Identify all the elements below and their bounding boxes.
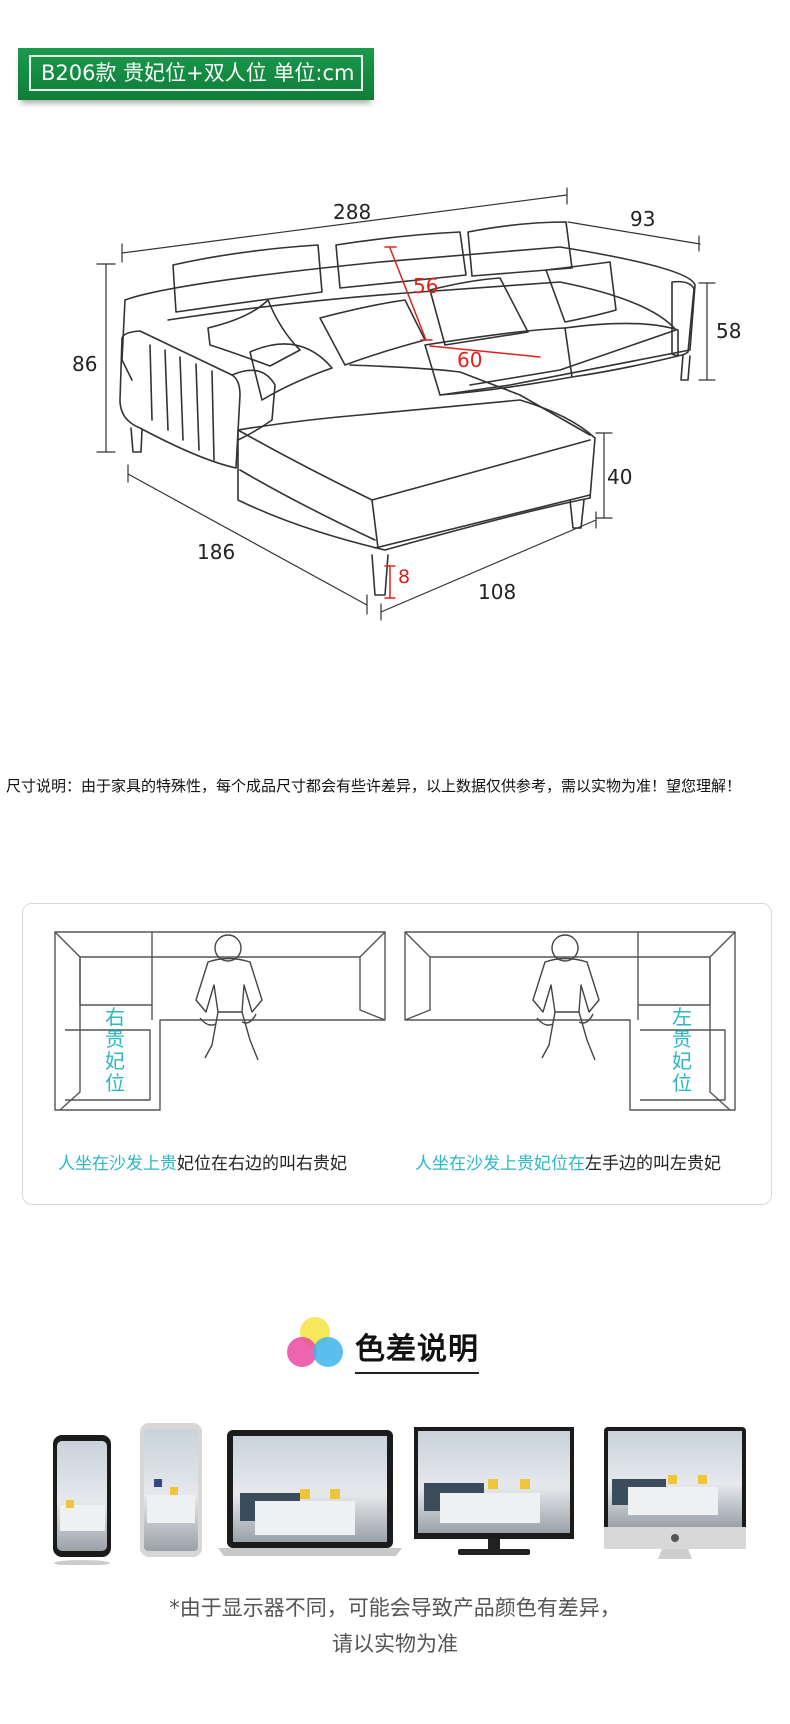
right-chaise-caption: 人坐在沙发上贵妃位在右边的叫右贵妃 [58, 1154, 347, 1174]
dim-arm-height: 58 [716, 319, 742, 343]
header-badge: B206款 贵妃位+双人位 单位:cm [18, 48, 374, 100]
dim-total-length: 288 [333, 200, 372, 224]
dim-leg: 8 [398, 566, 411, 588]
dim-seat-depth: 60 [457, 348, 483, 372]
dim-chaise-length: 186 [197, 540, 236, 564]
dim-backrest: 56 [413, 274, 439, 298]
color-diff-disclaimer-line2: 请以实物为准 [332, 1632, 458, 1656]
monitor [414, 1427, 574, 1555]
dim-chaise-width: 108 [478, 580, 517, 604]
dim-depth: 93 [630, 207, 656, 231]
left-chaise-caption: 人坐在沙发上贵妃位在左手边的叫左贵妃 [415, 1154, 721, 1174]
orientation-panel [22, 903, 772, 1205]
imac [604, 1427, 746, 1559]
dim-seat-height: 40 [607, 465, 633, 489]
size-note: 尺寸说明：由于家具的特殊性，每个成品尺寸都会有些许差异，以上数据仅供参考，需以实… [6, 777, 742, 795]
color-circles-icon [287, 1317, 343, 1367]
right-chaise-diagram [54, 931, 386, 1111]
color-diff-title: 色差说明 [355, 1324, 479, 1374]
right-chaise-vertical-label: 右 贵 妃 位 [105, 1005, 125, 1095]
sofa-dimension-drawing [96, 187, 716, 621]
phone-2 [140, 1423, 202, 1557]
color-diff-disclaimer-line1: *由于显示器不同，可能会导致产品颜色有差异， [169, 1596, 621, 1620]
orientation-diagrams [54, 931, 736, 1111]
left-chaise-diagram [404, 931, 736, 1111]
header-badge-text: B206款 贵妃位+双人位 单位:cm [29, 55, 363, 91]
laptop [218, 1430, 402, 1556]
left-chaise-vertical-label: 左 贵 妃 位 [672, 1005, 692, 1095]
devices-row [53, 1423, 746, 1565]
phone-1 [53, 1435, 111, 1565]
dim-height: 86 [72, 352, 98, 376]
